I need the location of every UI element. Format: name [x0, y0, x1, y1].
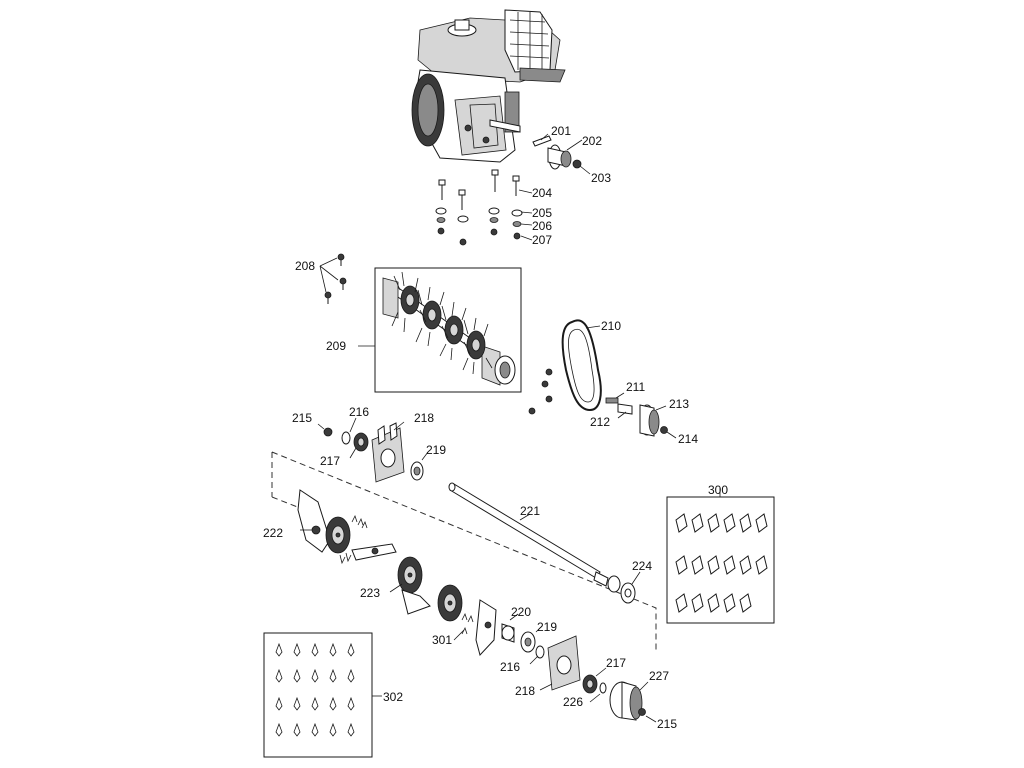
label-300: 300	[708, 483, 728, 497]
label-213: 213	[669, 397, 689, 411]
spacer-212	[617, 403, 633, 415]
bolt-211	[605, 397, 619, 404]
assembly-frame-209	[374, 267, 522, 393]
engine-pulley-parts	[532, 133, 591, 175]
label-212: 212	[590, 415, 610, 429]
box-302	[263, 632, 382, 758]
right-bearing-group	[520, 625, 657, 723]
label-208: 208	[295, 259, 315, 273]
box-209	[358, 267, 522, 393]
label-222: 222	[263, 526, 283, 540]
label-219-top: 219	[426, 443, 446, 457]
label-211: 211	[626, 380, 645, 394]
label-226: 226	[563, 695, 583, 709]
label-223: 223	[360, 586, 380, 600]
label-216-bottom: 216	[500, 660, 520, 674]
washer-216	[341, 431, 351, 445]
label-210: 210	[601, 319, 621, 333]
key-201	[532, 135, 552, 147]
engine	[411, 9, 566, 163]
label-204: 204	[532, 186, 552, 200]
bolt-215	[323, 427, 333, 437]
blade-hub-assembly	[297, 489, 497, 657]
mount-bolts	[435, 169, 533, 246]
label-217-top: 217	[320, 454, 340, 468]
label-227: 227	[649, 669, 669, 683]
belt-guard-bolts	[528, 368, 553, 415]
left-bearing-group	[317, 417, 429, 483]
bolt-215b	[638, 708, 646, 716]
box-300	[666, 488, 775, 624]
label-218-top: 218	[414, 411, 434, 425]
label-202: 202	[582, 134, 602, 148]
label-201: 201	[551, 124, 571, 138]
label-301: 301	[432, 633, 452, 647]
assembly-outline	[271, 451, 657, 650]
label-219-bottom: 219	[537, 620, 557, 634]
label-215-bottom: 215	[657, 717, 677, 731]
label-302: 302	[383, 690, 403, 704]
tine-kit-302	[275, 642, 355, 737]
nut-214	[660, 426, 668, 434]
belt-210	[561, 319, 602, 412]
washers-224	[607, 571, 641, 604]
label-206: 206	[532, 219, 552, 233]
label-220: 220	[511, 605, 531, 619]
label-224: 224	[632, 559, 652, 573]
label-221: 221	[520, 504, 540, 518]
washer-216b	[535, 645, 545, 659]
shaft-221	[448, 482, 609, 587]
label-214: 214	[678, 432, 698, 446]
label-217-bottom: 217	[606, 656, 626, 670]
blade-kit-300	[675, 513, 768, 613]
label-218-bottom: 218	[515, 684, 535, 698]
callout-labels: 201 202 203 204 205 206 207 208 209 210 …	[263, 124, 728, 731]
label-205: 205	[532, 206, 552, 220]
label-203: 203	[591, 171, 611, 185]
washer-226	[599, 682, 607, 694]
label-216-top: 216	[349, 405, 369, 419]
driven-pulley-parts	[605, 392, 677, 439]
kit-frame-302	[263, 632, 373, 758]
label-215-top: 215	[292, 411, 312, 425]
label-207: 207	[532, 233, 552, 247]
spacer-220	[501, 613, 519, 643]
label-209: 209	[326, 339, 346, 353]
kit-frame-300	[666, 496, 775, 624]
bolt-203	[572, 159, 582, 169]
blade-222	[297, 489, 331, 553]
bolts-208	[319, 253, 347, 304]
